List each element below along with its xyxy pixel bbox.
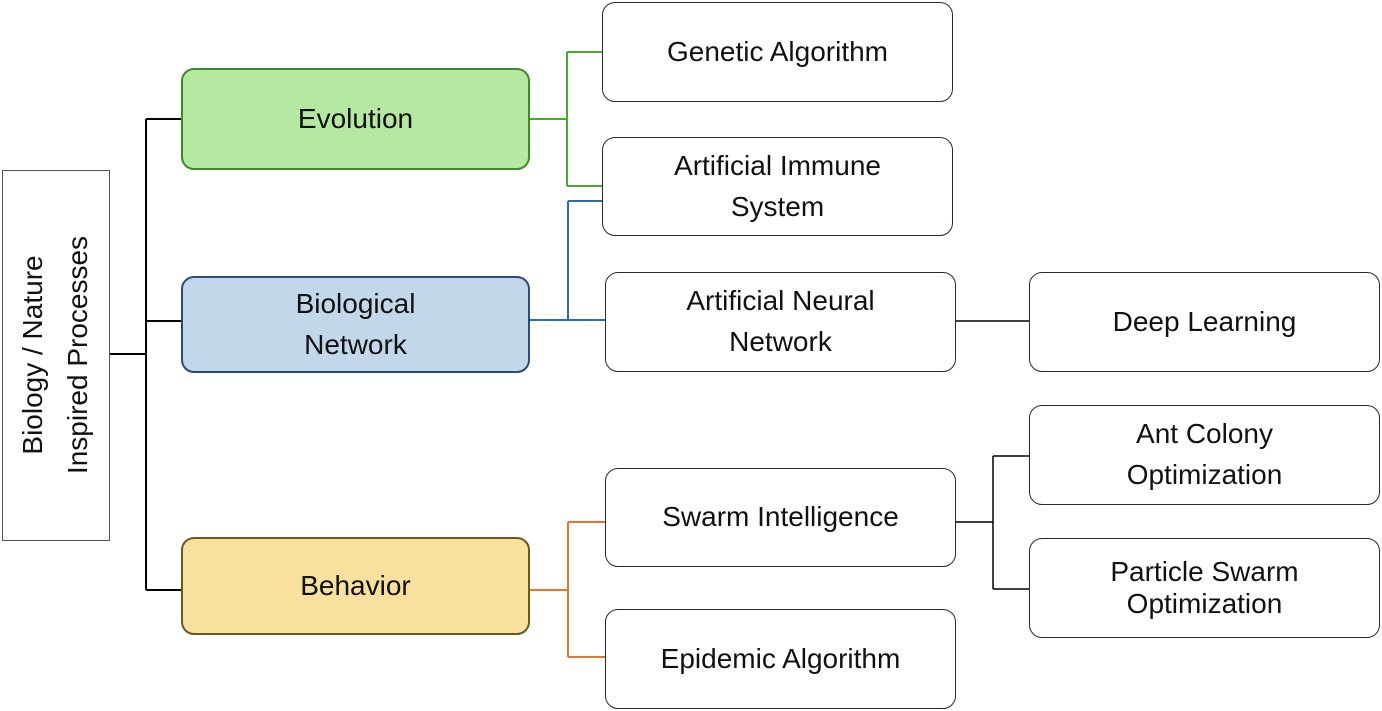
network-connectors <box>530 200 605 321</box>
behavior-connectors <box>530 521 605 658</box>
sub-connectors <box>956 320 1029 590</box>
node-epidemic-algorithm: Epidemic Algorithm <box>605 609 956 709</box>
root-node-label: Biology / Nature Inspired Processes <box>17 235 93 475</box>
node-artificial-immune-system: Artificial Immune System <box>602 137 953 236</box>
node-ant-colony-optimization: Ant Colony Optimization <box>1029 405 1380 505</box>
node-artificial-neural-network: Artificial Neural Network <box>605 272 956 372</box>
category-biological-network: Biological Network <box>181 276 530 373</box>
node-deep-learning: Deep Learning <box>1029 272 1380 372</box>
root-node-box <box>2 170 110 541</box>
node-genetic-algorithm: Genetic Algorithm <box>602 2 953 102</box>
category-behavior: Behavior <box>181 537 530 635</box>
category-evolution: Evolution <box>181 68 530 170</box>
node-particle-swarm-optimization: Particle Swarm Optimization <box>1029 538 1380 638</box>
node-swarm-intelligence: Swarm Intelligence <box>605 468 956 567</box>
root-connectors <box>110 118 181 591</box>
evolution-connectors <box>530 51 602 187</box>
